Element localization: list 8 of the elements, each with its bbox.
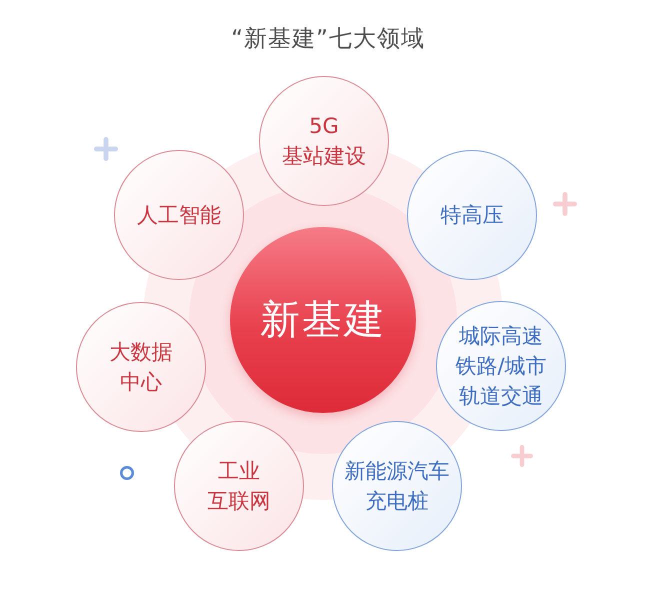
topic-circle: 5G基站建设 [259, 76, 389, 206]
topic-circle: 特高压 [407, 150, 537, 280]
topic-circle: 工业互联网 [174, 421, 304, 551]
topic-circle: 大数据中心 [76, 302, 206, 432]
topic-circle: 城际高速铁路/城市轨道交通 [436, 301, 566, 431]
title: “新基建”七大领域 [231, 25, 425, 54]
topic-circle: 人工智能 [114, 150, 244, 280]
topic-circle: 新能源汽车充电桩 [332, 421, 462, 551]
